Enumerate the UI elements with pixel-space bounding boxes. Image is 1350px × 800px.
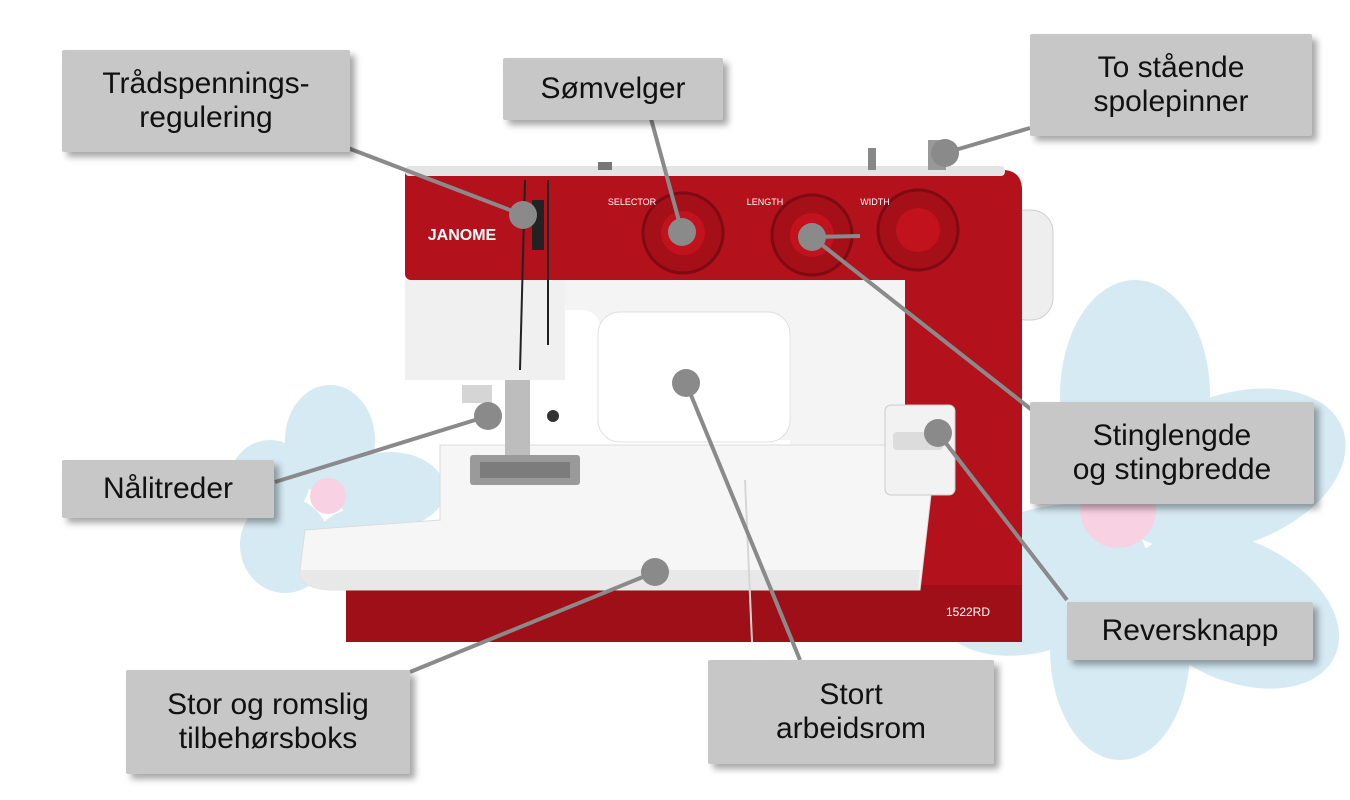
- callout-accessory-box-line1: Stor og romslig: [167, 688, 369, 721]
- selector-dial-label: SELECTOR: [608, 197, 657, 207]
- callout-workspace-line2: arbeidsrom: [775, 712, 927, 745]
- callout-needle-threader-line1: Nålitreder: [102, 472, 234, 505]
- length-dial-label: LENGTH: [747, 197, 784, 207]
- machine-body: [299, 140, 1054, 643]
- leader-lines: [274, 114, 1069, 674]
- callout-thread-tension-line2: regulering: [139, 101, 273, 134]
- callout-accessory-box-line2: tilbehørsboks: [178, 722, 358, 755]
- model-number: 1522RD: [946, 605, 990, 619]
- callout-reverse-button: Reversknapp: [1067, 602, 1313, 660]
- callout-stitch-length-width-line2: og stingbredde: [1072, 453, 1272, 486]
- callout-stitch-selector: Sømvelger: [503, 58, 723, 120]
- callout-spool-pins-line2: spolepinner: [1093, 85, 1249, 118]
- width-dial-label: WIDTH: [860, 197, 890, 207]
- brand-logo: JANOME: [428, 227, 497, 244]
- callout-workspace-line1: Stort: [819, 678, 883, 711]
- callout-spool-pins-line1: To stående: [1097, 51, 1245, 84]
- callout-thread-tension-line1: Trådspennings-: [102, 67, 310, 100]
- callout-stitch-selector-line1: Sømvelger: [540, 72, 686, 105]
- callout-stitch-length-width-line1: Stinglengde: [1092, 419, 1252, 452]
- callout-thread-tension: Trådspennings-regulering: [62, 50, 350, 152]
- callout-reverse-button-line1: Reversknapp: [1101, 614, 1279, 647]
- callout-needle-threader: Nålitreder: [62, 460, 274, 518]
